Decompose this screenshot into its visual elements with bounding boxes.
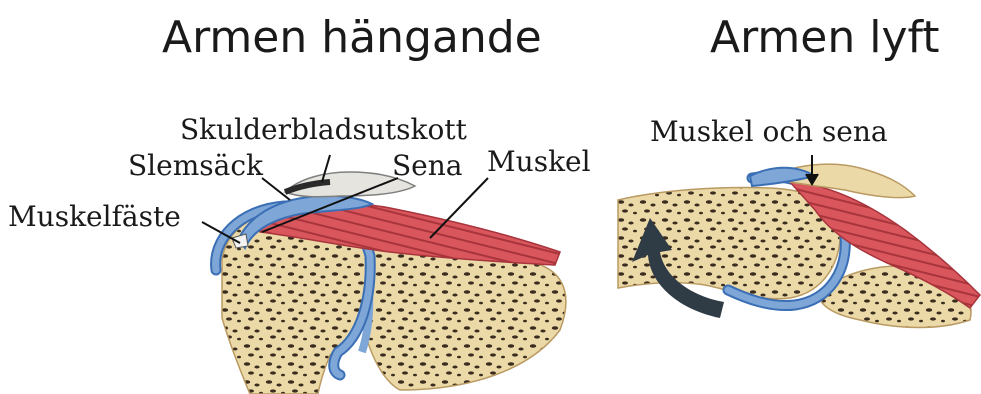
title-arm-raised: Armen lyft	[710, 12, 939, 63]
label-bursa: Slemsäck	[128, 152, 263, 180]
right-diagram	[618, 164, 980, 327]
label-muscle-and-tendon: Muskel och sena	[650, 118, 888, 146]
label-scapula-process: Skulderbladsutskott	[180, 116, 467, 144]
label-muscle: Muskel	[487, 148, 591, 176]
scapula-left	[360, 245, 566, 390]
left-diagram	[216, 172, 566, 394]
title-arm-hanging: Armen hängande	[162, 12, 542, 63]
label-tendon: Sena	[392, 152, 462, 180]
label-muscle-attachment: Muskelfäste	[8, 203, 181, 231]
